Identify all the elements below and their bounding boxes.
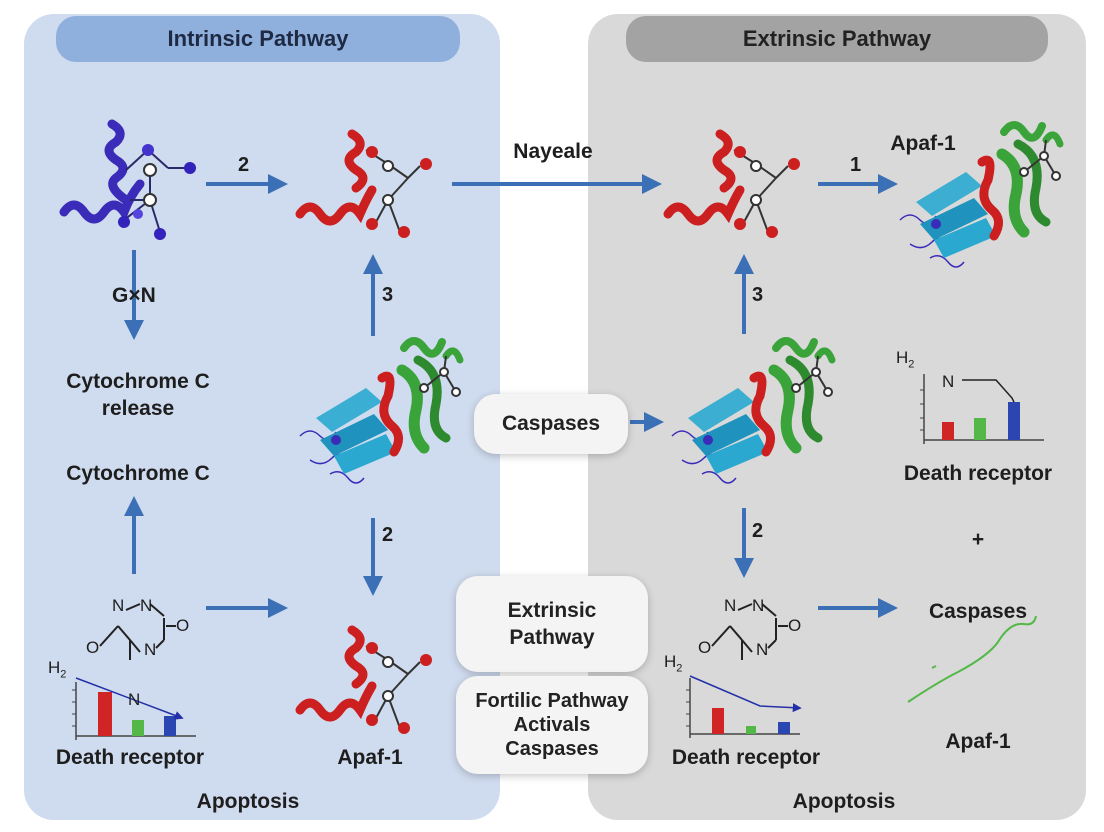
step-number: 3 — [382, 284, 394, 306]
bar-green — [746, 726, 756, 734]
green-dash — [931, 665, 937, 669]
death-receptor-label: Death receptor — [55, 746, 205, 769]
bar-blue — [1008, 402, 1020, 440]
death-receptor-label: Death receptor — [903, 462, 1053, 485]
bar-blue — [778, 722, 790, 734]
caspases-label: Caspases — [928, 600, 1028, 623]
atom-n: N — [140, 596, 153, 615]
protein-structure — [299, 337, 464, 484]
step-number: 2 — [238, 154, 250, 176]
bar-red — [942, 422, 954, 440]
bar-green — [974, 418, 986, 440]
apaf-1-label: Apaf-1 — [945, 730, 1011, 753]
red-helix-molecule — [295, 129, 432, 238]
caspases-box: Caspases — [474, 394, 628, 454]
cytochrome-c-release-label: Cytochrome C release — [66, 370, 210, 421]
extrinsic-header: Extrinsic Pathway — [626, 16, 1048, 62]
apoptosis-label: Apoptosis — [792, 790, 896, 813]
h2-label: H2 — [48, 658, 67, 681]
heterocycle-right — [711, 603, 788, 660]
nayeale-label: Nayeale — [513, 140, 593, 163]
death-receptor-label: Death receptor — [671, 746, 821, 769]
mini-chart-top-right — [920, 374, 1044, 444]
atom-o: O — [698, 638, 712, 657]
red-helix-molecule-right — [668, 134, 800, 238]
extrinsic-panel — [588, 14, 1086, 820]
step-number: 2 — [382, 524, 394, 546]
plus-sign: + — [971, 528, 985, 551]
bar-red — [98, 692, 112, 736]
h2-label: H2 — [664, 652, 683, 675]
mini-chart-bottom-right — [686, 675, 802, 738]
heterocycle-left — [99, 603, 176, 660]
atom-n: N — [112, 596, 125, 615]
blue-helix-molecule — [59, 119, 196, 240]
intrinsic-panel — [24, 14, 500, 820]
step-number: 2 — [752, 520, 764, 542]
atom-n: N — [128, 690, 141, 709]
h2-label: H2 — [896, 348, 915, 371]
gxn-label: G×N — [112, 284, 156, 307]
bar-green — [132, 720, 144, 736]
bar-red — [712, 708, 724, 734]
atom-n: N — [144, 640, 157, 659]
intrinsic-header: Intrinsic Pathway — [56, 16, 460, 62]
step-number: 3 — [752, 284, 764, 306]
mini-chart-left — [72, 677, 196, 740]
step-number: 1 — [850, 154, 862, 176]
atom-o: O — [86, 638, 100, 657]
apaf-1-label: Apaf-1 — [890, 132, 956, 155]
apoptosis-label: Apoptosis — [196, 790, 300, 813]
atom-o: O — [176, 616, 190, 635]
bar-blue — [164, 716, 176, 736]
atom-o: O — [788, 616, 802, 635]
atom-n: N — [756, 640, 769, 659]
atom-n: N — [724, 596, 737, 615]
red-helix-molecule-bottom — [300, 630, 432, 734]
green-squiggle — [907, 615, 1037, 703]
atom-n: N — [752, 596, 765, 615]
cytochrome-c-label: Cytochrome C — [66, 462, 210, 485]
apaf-1-label: Apaf-1 — [337, 746, 403, 769]
atom-n: N — [942, 372, 955, 391]
protein-structure-right — [672, 341, 832, 483]
